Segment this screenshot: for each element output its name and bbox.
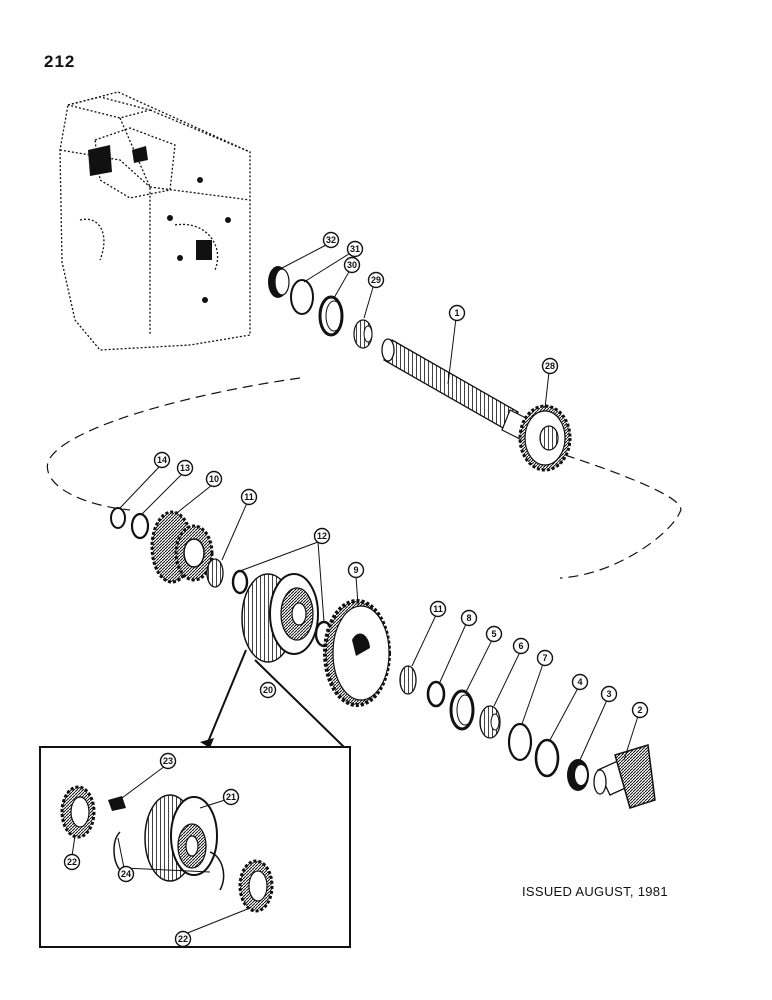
callout-4: 4 [571,673,589,691]
shim-4 [534,738,560,778]
svg-text:21: 21 [226,792,236,802]
svg-text:23: 23 [163,756,173,766]
svg-text:1: 1 [454,308,459,318]
leader-lines [71,243,639,935]
washer-8 [426,680,446,708]
svg-text:14: 14 [157,455,167,465]
assembly-connection-loop [46,377,682,579]
svg-text:20: 20 [263,685,273,695]
callout-10: 10 [205,470,223,488]
issued-date: ISSUED AUGUST, 1981 [522,884,668,899]
svg-text:22: 22 [67,857,77,867]
svg-text:13: 13 [180,463,190,473]
svg-text:8: 8 [466,613,471,623]
bearing-cone-6 [479,705,501,739]
yoke-2 [593,744,656,809]
callout-5: 5 [485,625,503,643]
svg-text:24: 24 [121,869,131,879]
shift-collar-20 [241,573,319,663]
callout-24: 24 [117,865,135,883]
callout-11a: 11 [240,488,258,506]
housing-shading [88,145,231,303]
svg-text:10: 10 [209,474,219,484]
svg-text:12: 12 [317,531,327,541]
svg-text:5: 5 [491,629,496,639]
gear-28 [518,404,572,472]
bearing-cup-5 [449,689,475,731]
gear-9 [323,599,391,707]
svg-text:30: 30 [347,260,357,270]
svg-text:28: 28 [545,361,555,371]
callout-22-left: 22 [63,853,81,871]
callout-9: 9 [347,561,365,579]
svg-text:22: 22 [178,934,188,944]
bearing-cone-29 [353,319,373,349]
bearing-cup-30 [318,295,344,337]
callout-1: 1 [448,304,466,322]
spring-ring-24-right [209,851,225,891]
svg-text:9: 9 [353,565,358,575]
callout-8: 8 [460,609,478,627]
svg-text:11: 11 [433,604,443,614]
key-23 [108,796,126,811]
hub-21 [144,794,218,882]
callout-21: 21 [222,788,240,806]
callout-31: 31 [346,240,364,258]
svg-text:3: 3 [606,689,611,699]
bearing-cup-32 [268,266,290,298]
gear-10 [150,510,214,584]
svg-text:11: 11 [244,492,254,502]
callout-30: 30 [343,256,361,274]
callout-20: 20 [259,681,277,699]
callout-2: 2 [631,701,649,719]
svg-text:2: 2 [637,705,642,715]
callout-23: 23 [159,752,177,770]
callout-22-right: 22 [174,930,192,948]
callout-6: 6 [512,637,530,655]
seal-3 [567,759,589,791]
callout-28: 28 [541,357,559,375]
callout-12: 12 [313,527,331,545]
needle-bearing-11-upper [206,558,224,588]
svg-text:32: 32 [326,235,336,245]
svg-text:29: 29 [371,275,381,285]
snap-ring-7 [507,722,533,762]
callout-29: 29 [367,271,385,289]
page-number: 212 [44,52,76,71]
svg-text:4: 4 [577,677,582,687]
synchronizer-22-left [60,785,96,839]
svg-text:6: 6 [518,641,523,651]
callout-13: 13 [176,459,194,477]
transmission-housing [59,91,251,351]
svg-text:31: 31 [350,244,360,254]
callout-14: 14 [153,451,171,469]
needle-bearing-11-lower [399,665,417,695]
main-shaft-1 [381,338,531,441]
callout-3: 3 [600,685,618,703]
callout-7: 7 [536,649,554,667]
snap-ring-31 [290,279,314,315]
washer-12-upper [231,569,249,595]
svg-text:7: 7 [542,653,547,663]
detail-inset [39,649,351,948]
washer-14 [110,507,126,529]
synchronizer-22-right [238,859,274,913]
spring-ring-24-left [113,831,121,871]
callout-11b: 11 [429,600,447,618]
washer-13 [130,512,150,540]
callout-32: 32 [322,231,340,249]
